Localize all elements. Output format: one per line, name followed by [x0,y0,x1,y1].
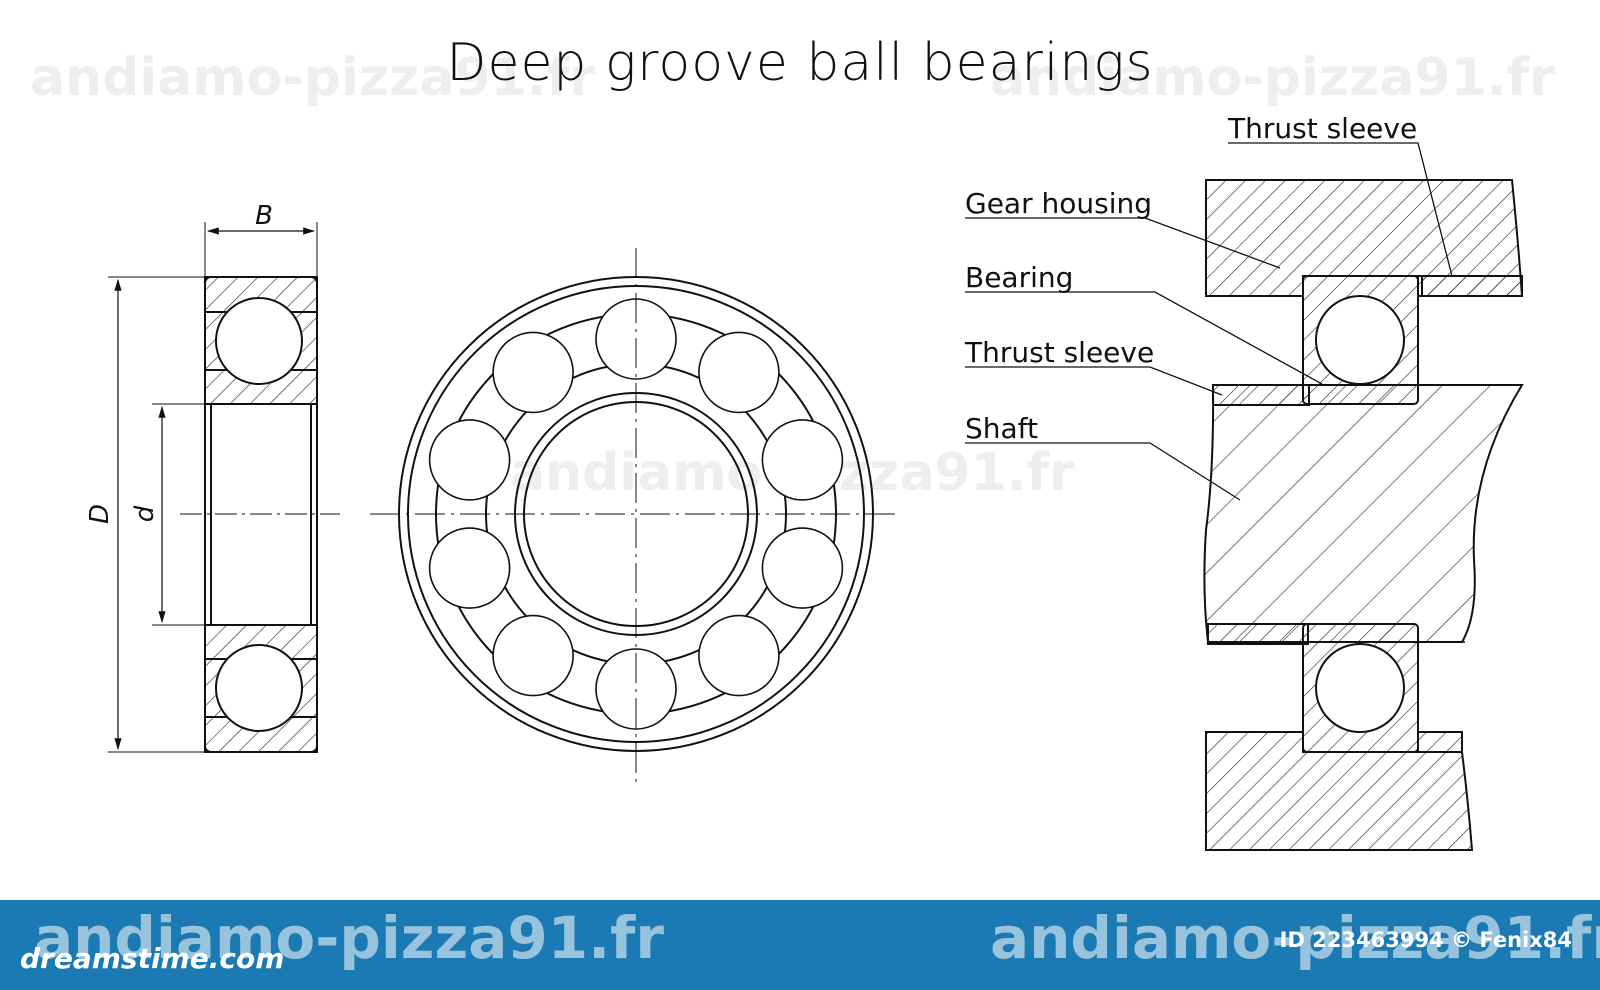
thrust-sleeve-middle [1212,384,1310,406]
ball [492,614,574,697]
ball [698,331,780,414]
ball [761,419,844,501]
upper-bearing [1302,275,1419,405]
ball [428,527,511,609]
ball [698,614,780,697]
ball [428,419,511,501]
label-gear-housing: Gear housing [965,187,1152,220]
front-view [370,248,900,782]
footer-watermark-left: andiamo-pizza91.fr [34,904,664,972]
dimension-label-d: d [130,505,160,522]
assembly-section [1203,179,1524,851]
footer-watermark-right: andiamo-pizza91.fr [990,904,1600,972]
diagram-title: Deep groove ball bearings [446,33,1153,93]
watermark-layer: andiamo-pizza91.fr andiamo-pizza91.fr an… [30,48,1555,503]
dimension-label-D: D [85,504,115,524]
footer-credit: ID 223463994 © Fenix84 [1279,928,1572,952]
ball [761,527,844,609]
watermark-top-right: andiamo-pizza91.fr [990,48,1555,108]
label-thrust-sleeve-top: Thrust sleeve [1227,112,1417,145]
label-thrust-sleeve-middle: Thrust sleeve [964,336,1154,369]
dimension-label-B: B [255,201,273,231]
ball [492,331,574,414]
footer-bar: andiamo-pizza91.fr andiamo-pizza91.fr dr… [0,900,1600,990]
watermark-top-left: andiamo-pizza91.fr [30,48,595,108]
shaft [1203,384,1524,643]
label-bearing: Bearing [965,261,1073,294]
leader-lines [965,142,1453,501]
lower-bearing [1302,623,1419,753]
thrust-sleeve-lower-left [1207,623,1309,645]
label-shaft: Shaft [965,412,1038,445]
side-section-view [108,222,340,753]
thrust-sleeve-upper [1417,275,1523,297]
footer-brand: dreamstime.com [20,942,285,975]
thrust-sleeve-lower [1417,731,1463,753]
